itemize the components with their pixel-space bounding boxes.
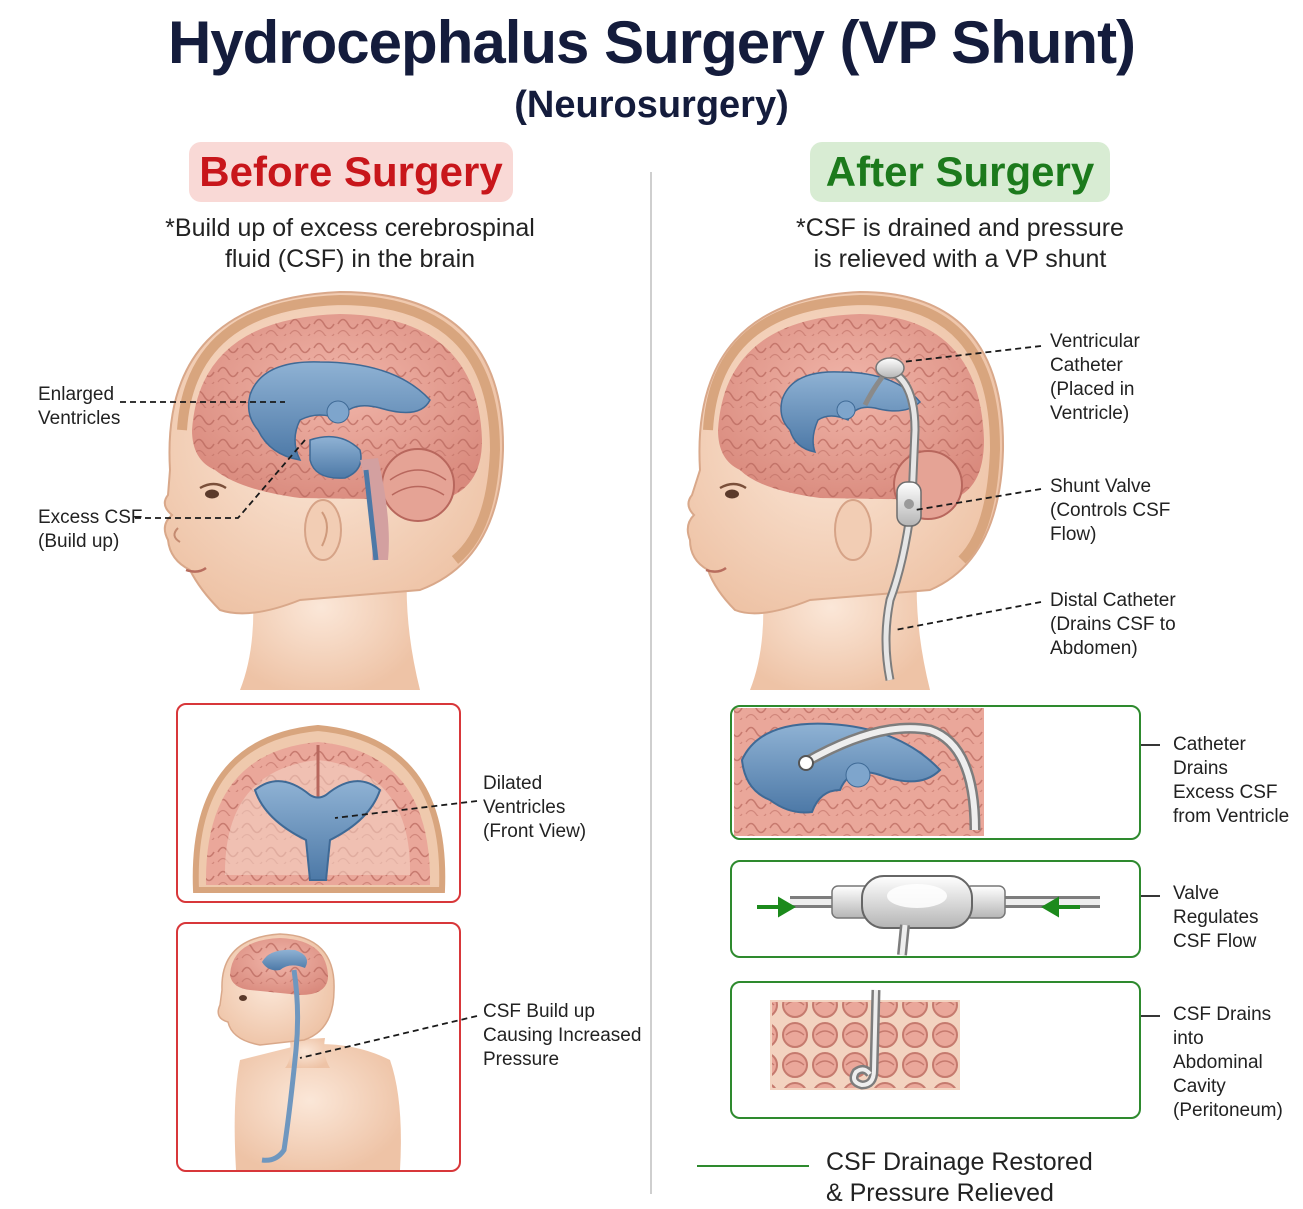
before-front-view-box — [176, 703, 461, 903]
footer-caption: CSF Drainage Restored & Pressure Relieve… — [826, 1147, 1093, 1209]
footer-line1: CSF Drainage Restored — [826, 1148, 1093, 1176]
after-catheter-box — [730, 705, 1141, 840]
abdomen-illustration — [770, 989, 960, 1090]
center-divider — [650, 172, 652, 1194]
arrow-right-icon — [757, 896, 796, 918]
label-dilated-ventricles: Dilated Ventricles (Front View) — [483, 773, 587, 842]
label-catheter-drains: Catheter Drains Excess CSF from Ventricl… — [1173, 734, 1290, 827]
before-note-line2: fluid (CSF) in the brain — [224, 245, 476, 273]
before-head-illustration — [163, 290, 505, 690]
footer-legend-line — [697, 1165, 809, 1167]
child-body-illustration — [217, 933, 401, 1170]
label-distal-catheter: Distal Catheter (Drains CSF to Abdomen) — [1050, 590, 1176, 659]
after-abdomen-box — [730, 981, 1141, 1119]
after-valve-box — [730, 860, 1141, 958]
label-enlarged-ventricles: Enlarged Ventricles — [38, 384, 121, 429]
leader-lines — [120, 345, 1042, 1059]
page-title: Hydrocephalus Surgery (VP Shunt) — [167, 9, 1136, 76]
before-body-view-box — [176, 922, 461, 1172]
page-subtitle: (Neurosurgery) — [514, 84, 789, 126]
after-surgery-heading: After Surgery — [810, 142, 1110, 202]
coronal-brain-illustration — [192, 724, 446, 893]
label-drains-abdomen: CSF Drains into Abdominal Cavity (Perito… — [1173, 1004, 1283, 1121]
label-excess-csf: Excess CSF (Build up) — [38, 507, 143, 552]
after-note: *CSF is drained and pressure is relieved… — [770, 213, 1150, 275]
after-head-illustration — [686, 290, 1005, 690]
footer-line2: & Pressure Relieved — [826, 1179, 1054, 1207]
valve-closeup-illustration — [757, 875, 1100, 956]
before-note: *Build up of excess cerebrospinal fluid … — [160, 213, 540, 275]
before-surgery-heading: Before Surgery — [189, 142, 513, 202]
catheter-ventricle-illustration — [734, 708, 984, 836]
box-connector-ticks — [1140, 744, 1160, 1017]
after-note-line1: *CSF is drained and pressure — [796, 214, 1124, 242]
arrow-left-icon — [1041, 896, 1080, 918]
label-ventricular-catheter: Ventricular Catheter (Placed in Ventricl… — [1050, 331, 1140, 424]
after-note-line2: is relieved with a VP shunt — [813, 245, 1107, 273]
label-shunt-valve: Shunt Valve (Controls CSF Flow) — [1050, 476, 1171, 545]
label-valve-regulates: Valve Regulates CSF Flow — [1173, 883, 1259, 952]
label-increased-pressure: CSF Build up Causing Increased Pressure — [483, 1001, 642, 1070]
before-note-line1: *Build up of excess cerebrospinal — [165, 214, 535, 242]
